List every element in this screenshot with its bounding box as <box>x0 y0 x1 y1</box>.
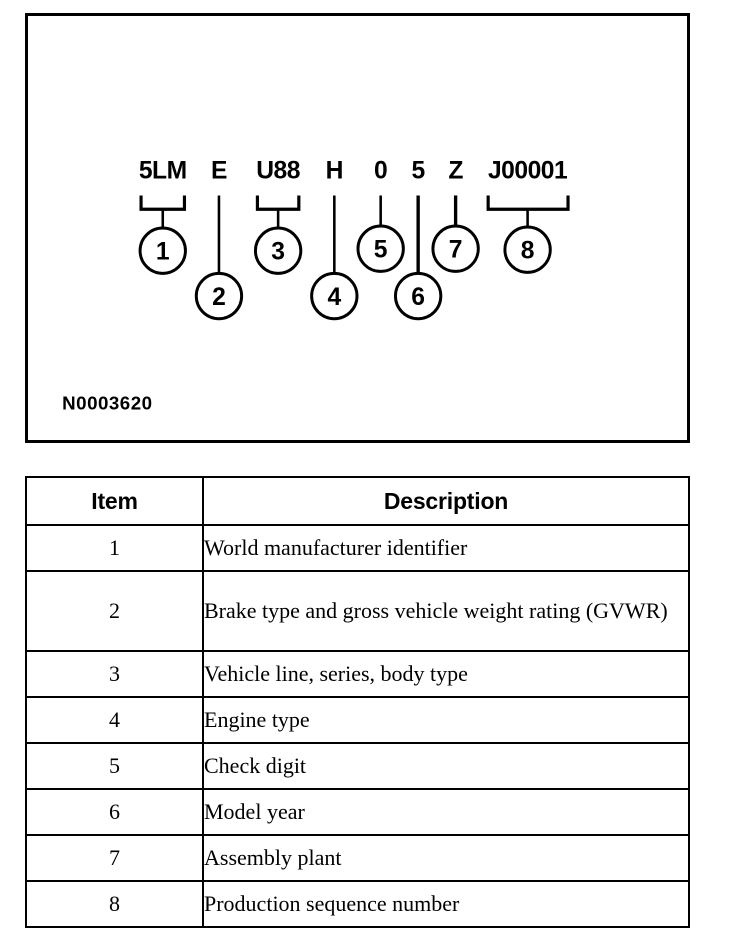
callout-circle-1 <box>138 226 187 275</box>
cell-item-number: 1 <box>25 524 204 572</box>
vin-segment-text-4: H <box>326 158 343 185</box>
vin-segment-text-6: 5 <box>412 158 426 185</box>
vin-segment-text-8: J00001 <box>488 158 568 185</box>
cell-item-description: Engine type <box>202 696 690 744</box>
callout-circle-7 <box>431 224 480 273</box>
vin-segment-text-5: 0 <box>374 158 387 185</box>
cell-item-number: 8 <box>25 880 204 928</box>
table-header: Item Description <box>25 476 690 526</box>
cell-item-number: 3 <box>25 650 204 698</box>
cell-item-number: 5 <box>25 742 204 790</box>
callout-number-3: 3 <box>271 239 285 266</box>
callout-number-7: 7 <box>449 237 463 264</box>
cell-item-description: Vehicle line, series, body type <box>202 650 690 698</box>
column-header-item: Item <box>25 476 204 526</box>
callout-circle-6 <box>393 271 443 321</box>
vin-segment-text-1: 5LM <box>139 158 187 185</box>
callout-number-1: 1 <box>156 239 170 266</box>
vin-segment-text-2: E <box>211 158 227 185</box>
vin-bracket-8 <box>486 195 570 211</box>
figure-label: N0003620 <box>62 392 152 413</box>
callout-circle-4 <box>310 271 359 321</box>
callout-circle-5 <box>356 224 405 273</box>
callout-number-4: 4 <box>327 284 341 311</box>
cell-item-number: 4 <box>25 696 204 744</box>
cell-item-description: World manufacturer identifier <box>202 524 690 572</box>
cell-item-description: Assembly plant <box>202 834 690 882</box>
cell-item-number: 7 <box>25 834 204 882</box>
cell-item-description: Production sequence number <box>202 880 690 928</box>
vin-segment-text-3: U88 <box>256 158 300 185</box>
vin-bracket-3 <box>255 195 301 211</box>
column-header-description: Description <box>202 476 690 526</box>
callout-number-2: 2 <box>212 284 226 311</box>
callout-circle-2 <box>194 271 244 321</box>
vin-bracket-1 <box>139 195 187 211</box>
cell-item-number: 2 <box>25 570 204 652</box>
cell-item-description: Brake type and gross vehicle weight rati… <box>202 570 690 652</box>
callout-number-5: 5 <box>374 237 388 264</box>
callout-circle-3 <box>253 226 303 275</box>
table-header-row: Item Description <box>25 476 690 526</box>
cell-item-number: 6 <box>25 788 204 836</box>
callout-number-8: 8 <box>521 238 535 265</box>
callout-circle-8 <box>503 225 552 274</box>
vin-segment-text-7: Z <box>448 158 463 185</box>
cell-item-description: Model year <box>202 788 690 836</box>
callout-number-6: 6 <box>411 284 425 311</box>
cell-item-description: Check digit <box>202 742 690 790</box>
